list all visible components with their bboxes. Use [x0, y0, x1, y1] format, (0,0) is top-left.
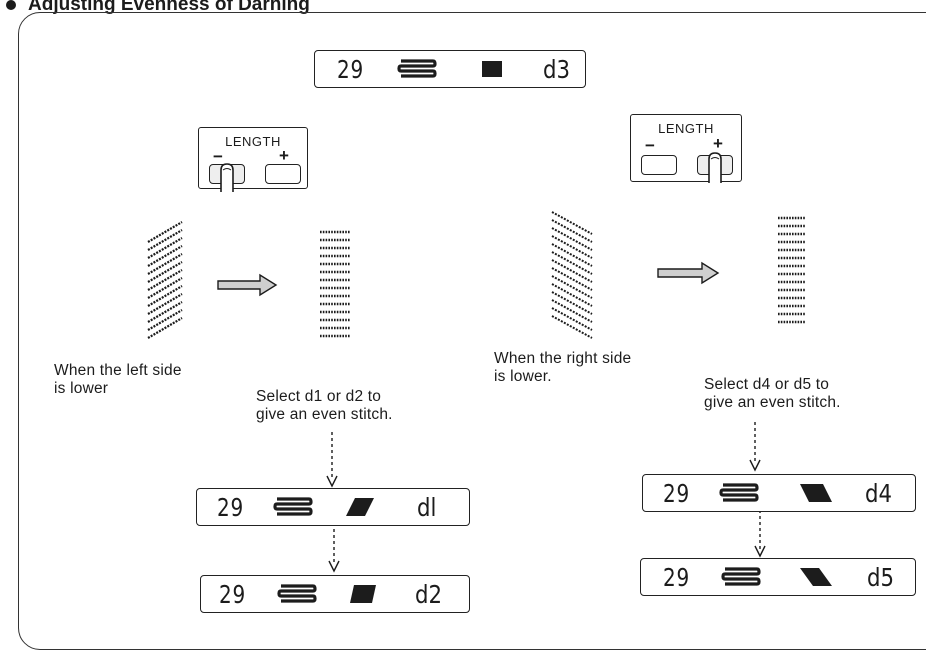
length-plus-button[interactable] — [265, 164, 301, 184]
display-number: 29 — [219, 580, 247, 609]
illustration-frame — [18, 12, 926, 650]
caption-left: When the left side is lower — [54, 362, 182, 397]
display-code: dl — [417, 493, 437, 522]
minus-sign: − — [645, 136, 655, 155]
darning-zigzag-icon — [273, 497, 313, 516]
length-minus-button[interactable] — [641, 155, 677, 175]
stitch-display-d5: 29 d5 — [640, 558, 916, 596]
darning-zigzag-icon — [721, 567, 761, 586]
dashed-down-arrow-icon — [749, 422, 761, 472]
stitch-display-d2: 29 d2 — [200, 575, 470, 613]
darning-zigzag-icon — [719, 483, 759, 502]
plus-sign: + — [279, 146, 289, 165]
darning-zigzag-icon — [277, 584, 317, 603]
instruction-left: Select d1 or d2 to give an even stitch. — [256, 388, 393, 423]
square-block-icon — [482, 61, 502, 77]
right-arrow-icon — [217, 273, 278, 297]
dashed-down-arrow-icon — [328, 523, 340, 573]
uneven-stitch-sample-right — [551, 211, 593, 339]
section-title: Adjusting Evenness of Darning — [28, 0, 310, 15]
dashed-down-arrow-icon — [754, 510, 766, 558]
bullet-icon — [6, 0, 16, 10]
section-header: Adjusting Evenness of Darning — [4, 0, 310, 18]
display-code: d2 — [415, 580, 443, 609]
instruction-right: Select d4 or d5 to give an even stitch. — [704, 376, 841, 411]
plus-sign: + — [713, 134, 723, 153]
parallelogram-left-slant-icon — [800, 484, 832, 502]
caption-right: When the right side is lower. — [494, 350, 632, 385]
parallelogram-right-slant-icon — [346, 498, 374, 516]
right-arrow-icon — [657, 261, 720, 285]
even-stitch-sample-left — [320, 230, 350, 338]
display-number: 29 — [337, 55, 365, 84]
display-code: d5 — [867, 563, 895, 592]
panel-title: LENGTH — [658, 121, 714, 136]
darning-zigzag-icon — [397, 59, 437, 78]
top-stitch-display: 29 d3 — [314, 50, 586, 88]
dashed-down-arrow-icon — [326, 432, 338, 488]
display-code: d3 — [543, 55, 571, 84]
display-number: 29 — [663, 479, 691, 508]
display-number: 29 — [217, 493, 245, 522]
length-panel-right: LENGTH − + — [630, 114, 742, 183]
display-code: d4 — [865, 479, 893, 508]
parallelogram-slight-slant-icon — [350, 585, 376, 603]
stitch-display-d4: 29 d4 — [642, 474, 916, 512]
uneven-stitch-sample-left — [147, 221, 183, 339]
finger-press-icon — [220, 163, 234, 192]
display-number: 29 — [663, 563, 691, 592]
stitch-display-d1: 29 dl — [196, 488, 470, 526]
finger-press-icon — [708, 152, 722, 183]
length-panel-left: LENGTH − + — [198, 127, 308, 192]
panel-title: LENGTH — [225, 134, 281, 149]
minus-sign: − — [213, 147, 223, 166]
even-stitch-sample-right — [778, 216, 806, 324]
parallelogram-steep-left-icon — [800, 568, 832, 586]
